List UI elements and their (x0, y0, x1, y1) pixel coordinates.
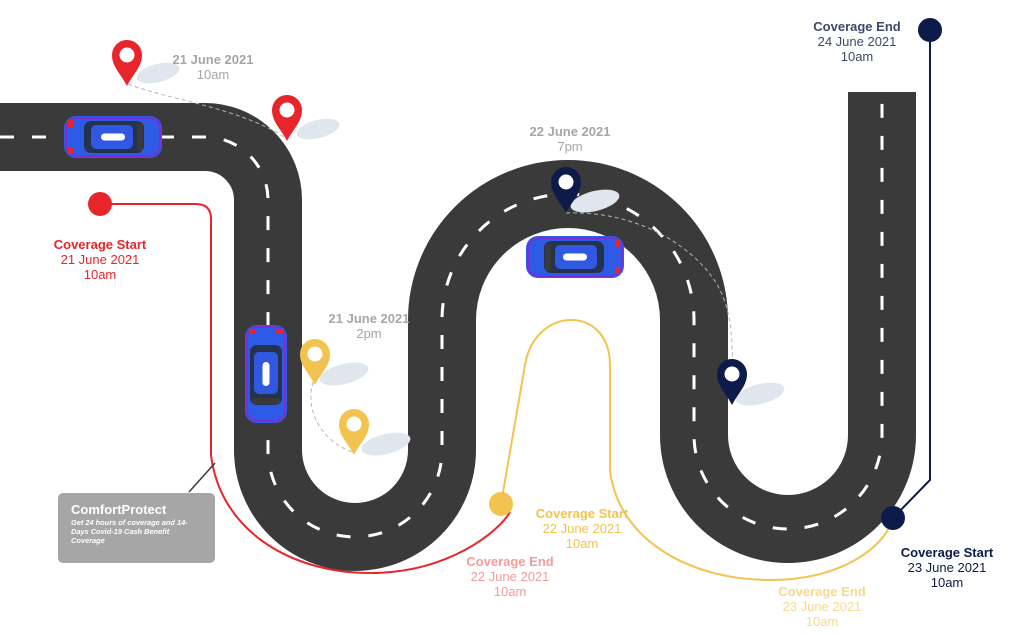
timeline-yellow (500, 319, 894, 582)
label-title: Coverage End (778, 584, 866, 599)
coverage-start-label-2: Coverage Start 22 June 2021 10am (520, 506, 644, 551)
car-icon (525, 235, 625, 279)
label-time: 2pm (356, 326, 382, 341)
label-date: 22 June 2021 (470, 569, 550, 584)
product-card-title: ComfortProtect (71, 502, 167, 517)
label-time: 10am (565, 536, 599, 551)
route-trail-2 (310, 381, 353, 453)
car-icon (244, 324, 288, 424)
pin-shadows (136, 62, 785, 456)
coverage-end-label-3: Coverage End 24 June 2021 10am (795, 19, 919, 64)
label-date: 23 June 2021 (907, 560, 987, 575)
route-trail-1 (127, 83, 287, 139)
route-trail-3 (565, 212, 733, 403)
coverage-end-label-2: Coverage End 23 June 2021 10am (760, 584, 884, 629)
label-title: Coverage Start (535, 506, 629, 521)
timeline-navy (892, 30, 931, 519)
coverage-start-label-3: Coverage Start 23 June 2021 10am (885, 545, 1009, 590)
label-time: 10am (83, 267, 117, 282)
car-icon (63, 115, 163, 159)
label-title: Coverage End (466, 554, 554, 569)
coverage-end-label-1: Coverage End 22 June 2021 10am (448, 554, 572, 599)
timeline-dot-icon (88, 192, 112, 216)
label-title: Coverage Start (53, 237, 147, 252)
label-date: 24 June 2021 (817, 34, 897, 49)
road-lane-markings (0, 92, 884, 539)
label-time: 10am (930, 575, 964, 590)
label-time: 10am (840, 49, 874, 64)
timeline-dot-icon (881, 506, 905, 530)
label-date: 22 June 2021 (542, 521, 622, 536)
timeline-dot-icon (918, 18, 942, 42)
coverage-start-label-1: Coverage Start 21 June 2021 10am (38, 237, 162, 282)
label-time: 10am (805, 614, 839, 629)
label-date: 21 June 2021 (172, 52, 254, 67)
label-date: 21 June 2021 (60, 252, 140, 267)
label-date: 22 June 2021 (529, 124, 611, 139)
timeline-red (100, 203, 511, 575)
label-date: 21 June 2021 (328, 311, 410, 326)
product-card: ComfortProtect Get 24 hours of coverage … (58, 493, 215, 563)
checkin-label-2: 21 June 2021 2pm (309, 311, 429, 341)
card-connector (188, 462, 216, 493)
label-time: 10am (196, 67, 230, 82)
product-card-subtitle: Get 24 hours of coverage and 14-Days Cov… (71, 518, 188, 545)
checkin-label-1: 21 June 2021 10am (153, 52, 273, 82)
label-title: Coverage End (813, 19, 901, 34)
timeline-dot-icon (489, 492, 513, 516)
label-date: 23 June 2021 (782, 599, 862, 614)
label-time: 7pm (557, 139, 583, 154)
label-time: 10am (493, 584, 527, 599)
label-title: Coverage Start (900, 545, 994, 560)
checkin-label-3: 22 June 2021 7pm (510, 124, 630, 154)
